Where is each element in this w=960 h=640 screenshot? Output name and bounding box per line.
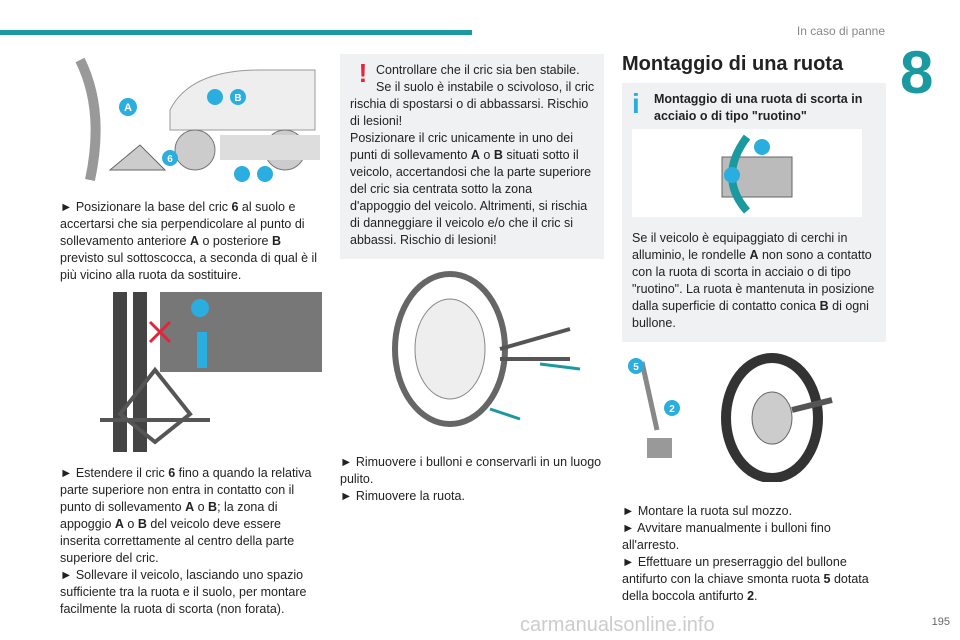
label-a: A <box>124 102 132 114</box>
right-paragraph-3: ► Effettuare un preserraggio del bullone… <box>622 555 869 603</box>
label-b: B <box>234 93 241 104</box>
warning-text-1: Controllare che il cric sia ben stabile.… <box>350 63 595 128</box>
bolt-illustration <box>632 129 862 217</box>
label-a-marker: A <box>119 98 137 116</box>
right-column: Montaggio di una ruota i Montaggio di un… <box>622 53 886 605</box>
watermark: carmanualsonline.info <box>520 614 715 636</box>
warning-box: ! Controllare che il cric sia ben stabil… <box>340 54 604 259</box>
info-box: i Montaggio di una ruota di scorta in ac… <box>622 83 886 342</box>
warning-icon: ! <box>358 58 368 88</box>
chapter-number: 8 <box>900 39 934 106</box>
section-title: In caso di panne <box>796 24 885 38</box>
jack-points-illustration: A B 6 <box>75 57 320 182</box>
label-6-marker: 6 <box>162 150 178 166</box>
info-text: Se il veicolo è equipaggiato di cerchi i… <box>632 231 875 330</box>
label-5: 5 <box>633 362 639 373</box>
page-number: 195 <box>931 616 950 628</box>
middle-paragraph-2: ► Rimuovere la ruota. <box>340 489 465 503</box>
wheel-removal-illustration <box>392 271 581 427</box>
left-paragraph-1: ► Posizionare la base del cric 6 al suol… <box>60 200 318 282</box>
label-5-marker: 5 <box>628 358 644 374</box>
header-bar <box>0 30 472 35</box>
jack-extend-illustration <box>100 292 322 452</box>
right-paragraph-1: ► Montare la ruota sul mozzo. <box>622 504 793 518</box>
info-title: Montaggio di una ruota di scorta in acci… <box>654 92 863 123</box>
left-paragraph-2: ► Estendere il cric 6 fino a quando la r… <box>60 466 312 565</box>
section-heading: Montaggio di una ruota <box>622 53 844 75</box>
right-paragraph-2: ► Avvitare manualmente i bulloni fino al… <box>622 521 831 552</box>
label-6: 6 <box>167 154 173 165</box>
warning-text-2: Posizionare il cric unicamente in uno de… <box>350 131 592 247</box>
left-paragraph-3: ► Sollevare il veicolo, lasciando uno sp… <box>60 568 307 616</box>
label-2-marker: 2 <box>664 400 680 416</box>
label-b-marker: B <box>230 89 246 105</box>
middle-column: ! Controllare che il cric sia ben stabil… <box>340 54 604 505</box>
wheel-mounting-illustration: 5 2 <box>628 353 833 483</box>
info-icon: i <box>632 88 640 119</box>
left-column: A B 6 ► Posizionare la base del cric 6 a… <box>60 50 322 618</box>
middle-paragraph-1: ► Rimuovere i bulloni e conservarli in u… <box>340 455 602 486</box>
label-2: 2 <box>669 404 675 415</box>
